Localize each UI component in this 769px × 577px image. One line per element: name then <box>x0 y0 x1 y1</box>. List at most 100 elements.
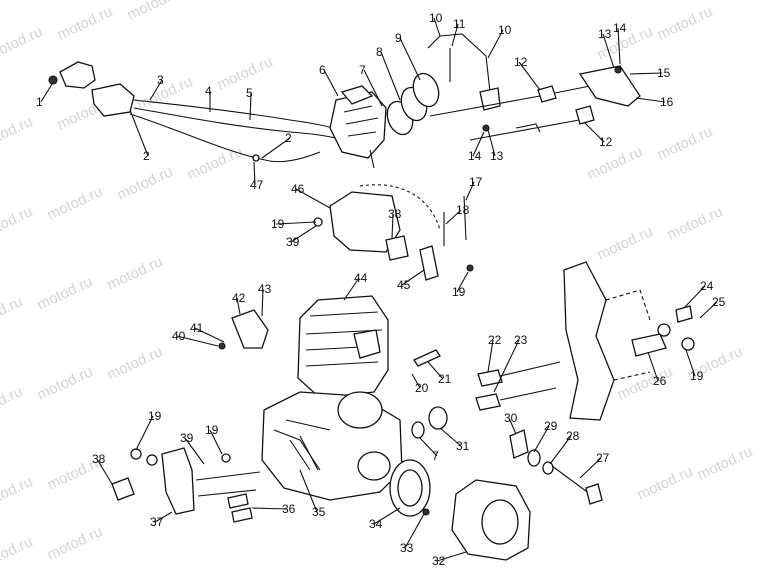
callout-27: 27 <box>596 451 610 465</box>
callout-40: 40 <box>172 329 186 343</box>
mount-plate-26 <box>631 333 667 357</box>
mount-12b <box>575 105 595 125</box>
watermark-text: motod.ru <box>0 203 35 243</box>
airbox-boot <box>59 61 96 89</box>
throttle-housing <box>91 83 135 117</box>
watermark-text: motod.ru <box>585 143 646 183</box>
cable-adjuster <box>252 154 260 162</box>
callout-14: 14 <box>613 21 627 35</box>
leader-line-13 <box>602 33 615 69</box>
rods-17-18 <box>443 195 467 246</box>
leader-line-19 <box>275 221 317 225</box>
leader-line-43 <box>261 288 264 317</box>
leader-line-33 <box>404 513 425 549</box>
watermark-text: motod.ru <box>105 253 166 293</box>
leader-line-13 <box>487 129 496 157</box>
leader-line-21 <box>427 361 444 380</box>
callout-44: 44 <box>354 271 368 285</box>
watermark-text: motod.ru <box>635 463 696 503</box>
watermark-text: motod.ru <box>655 123 716 163</box>
leader-line-27 <box>579 457 602 479</box>
callout-23: 23 <box>514 333 528 347</box>
watermark-text: motod.ru <box>695 443 756 483</box>
callout-24: 24 <box>700 279 714 293</box>
callout-19: 19 <box>148 409 162 423</box>
leader-line-34 <box>373 507 401 525</box>
watermark-text: motod.ru <box>185 143 246 183</box>
callout-38: 38 <box>388 207 402 221</box>
watermark-text: motod.ru <box>0 533 35 573</box>
watermark-text: motod.ru <box>195 0 256 4</box>
watermark-text: motod.ru <box>35 273 96 313</box>
leader-line-19 <box>456 271 469 293</box>
nut-19c <box>657 323 671 337</box>
leader-line-24 <box>683 285 706 309</box>
leader-line-19 <box>685 349 696 377</box>
leader-line-44 <box>343 277 360 301</box>
watermark-text: motod.ru <box>35 363 96 403</box>
callout-43: 43 <box>258 282 272 296</box>
carburetor-top <box>340 85 374 105</box>
cylinder-fins <box>305 311 383 367</box>
callout-7: 7 <box>359 63 366 77</box>
leader-line-45 <box>401 269 425 286</box>
leader-line-6 <box>323 69 339 97</box>
watermark-text: motod.ru <box>135 73 196 113</box>
nut-19b <box>466 264 474 272</box>
callout-37: 37 <box>150 515 164 529</box>
watermark-text: motod.ru <box>55 3 116 43</box>
bolts-35 <box>289 435 319 471</box>
watermark-text: motod.ru <box>595 223 656 263</box>
callout-29: 29 <box>544 419 558 433</box>
callout-9: 9 <box>395 31 402 45</box>
leader-line-11 <box>451 23 459 47</box>
carburetor-detail <box>343 105 379 137</box>
leader-line-36 <box>251 507 288 510</box>
callout-3: 3 <box>157 73 164 87</box>
damper-38 <box>385 235 409 261</box>
callout-19: 19 <box>452 285 466 299</box>
bolt-33 <box>422 508 430 516</box>
callout-4: 4 <box>205 84 212 98</box>
washer-28 <box>542 461 554 475</box>
leader-line-40 <box>176 335 219 347</box>
leader-line-14 <box>617 27 621 65</box>
linkage-arc <box>359 184 441 231</box>
leader-line-47 <box>253 161 256 186</box>
leader-line-10 <box>433 17 441 37</box>
nut-19f <box>146 454 158 466</box>
leader-line-18 <box>445 209 462 225</box>
callout-2: 2 <box>143 149 150 163</box>
engine-assembly <box>218 295 403 501</box>
watermark-text: motod.ru <box>0 23 45 63</box>
leader-line-15 <box>629 72 663 75</box>
callout-31: 31 <box>456 439 470 453</box>
leader-line-5 <box>249 92 252 121</box>
callout-8: 8 <box>376 45 383 59</box>
callout-7: 7 <box>432 449 439 463</box>
watermark-text: motod.ru <box>45 183 106 223</box>
nut-13b <box>482 124 490 132</box>
leader-lines <box>40 17 718 562</box>
seal-34-inner <box>397 469 423 507</box>
leader-line-2 <box>261 137 291 159</box>
clip-24 <box>675 305 693 323</box>
leader-line-19 <box>135 415 154 451</box>
leader-line-46 <box>295 188 331 209</box>
leader-line-39 <box>290 225 317 243</box>
callout-39: 39 <box>286 235 300 249</box>
callout-47: 47 <box>250 178 264 192</box>
leader-line-22 <box>487 339 494 373</box>
callout-1: 1 <box>36 95 43 109</box>
washer-29 <box>527 449 541 467</box>
bushing-22 <box>477 369 503 387</box>
nut-19g <box>221 453 231 463</box>
leader-line-12 <box>518 61 541 91</box>
bracket-14 <box>515 123 541 133</box>
frame-line-a <box>429 83 601 117</box>
callout-36: 36 <box>282 502 296 516</box>
callout-45: 45 <box>397 278 411 292</box>
